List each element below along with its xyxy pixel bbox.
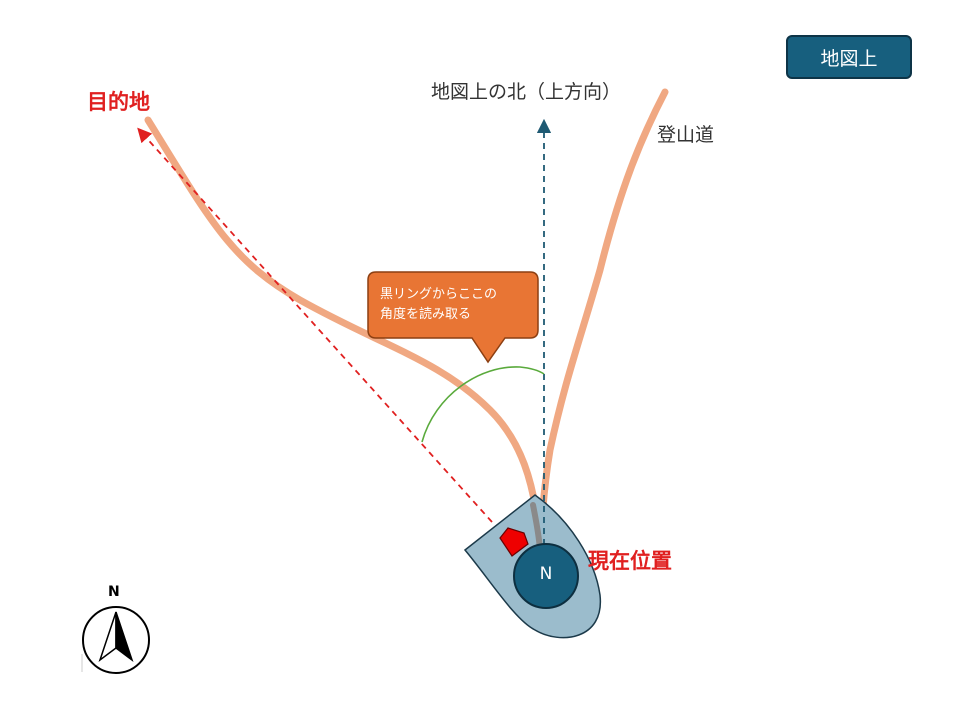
compass-dial-north-label: N (539, 564, 553, 584)
bearing-angle-arc (421, 366, 545, 443)
compass-rose-north-label: N (108, 584, 120, 600)
direction-pointer (499, 527, 529, 557)
map-north-label: 地図上の北（上方向） (431, 81, 622, 103)
callout-bubble (367, 271, 539, 364)
north-compass-rose (81, 606, 150, 674)
destination-label: 目的地 (87, 90, 150, 114)
map-mode-badge[interactable]: 地図上 (786, 35, 912, 79)
trail-right-path (537, 88, 669, 549)
trail-left-path (144, 116, 544, 549)
current-position-label: 現在位置 (588, 549, 672, 573)
compass-dial (513, 543, 579, 609)
trail-label: 登山道 (657, 124, 715, 146)
callout-line-2: 角度を読み取る (380, 307, 472, 322)
callout-text: 黒リングからここの 角度を読み取る (380, 285, 536, 325)
callout-line-1: 黒リングからここの (380, 287, 498, 302)
